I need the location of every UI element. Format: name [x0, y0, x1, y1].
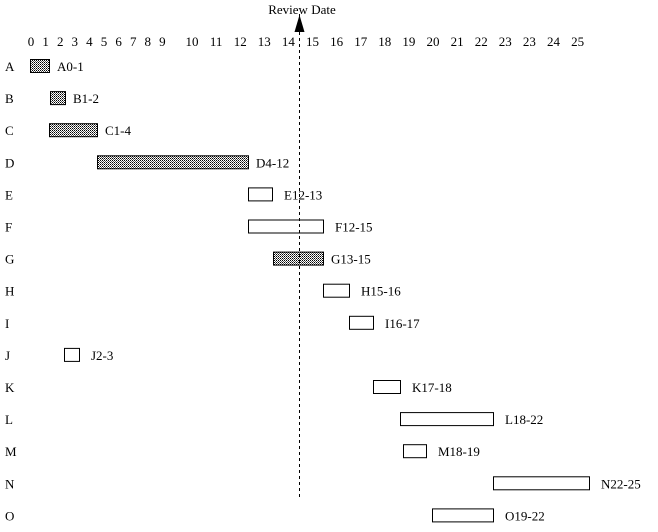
- task-row-i: I I16-17: [5, 315, 420, 331]
- task-label: K17-18: [412, 380, 452, 395]
- task-bar: [373, 380, 401, 394]
- task-bar: [97, 155, 249, 170]
- x-tick-label: 7: [130, 34, 137, 49]
- x-tick-label: 22: [475, 34, 488, 49]
- x-tick-label: 4: [86, 34, 93, 49]
- row-label: I: [5, 316, 9, 331]
- x-tick-label: 25: [571, 34, 584, 49]
- task-bar: [49, 123, 98, 138]
- row-label: H: [5, 284, 14, 299]
- x-tick-label: 3: [72, 34, 79, 49]
- x-tick-label: 21: [451, 34, 464, 49]
- arrow-up-icon: [294, 15, 305, 32]
- task-row-j: J J2-3: [5, 347, 113, 363]
- task-label: I16-17: [385, 316, 420, 331]
- x-tick-label: 13: [258, 34, 271, 49]
- task-bar: [273, 251, 324, 266]
- task-label: D4-12: [256, 155, 289, 170]
- row-label: M: [5, 444, 17, 459]
- x-tick-label: 10: [186, 34, 199, 49]
- task-rows: A A0-1B B1-2C C1-4D D4-12E E12-13F F12-15G G13-…: [5, 59, 641, 523]
- row-label: G: [5, 252, 14, 267]
- task-row-b: B B1-2: [5, 91, 99, 106]
- x-tick-label: 2: [57, 34, 64, 49]
- row-label: J: [5, 348, 10, 363]
- x-tick-label: 20: [427, 34, 440, 49]
- task-row-h: H H15-16: [5, 283, 401, 299]
- task-label: A0-1: [57, 59, 84, 74]
- task-label: F12-15: [335, 220, 373, 235]
- x-tick-label: 0: [28, 34, 35, 49]
- row-label: N: [5, 476, 15, 491]
- task-label: M18-19: [438, 444, 480, 459]
- row-label: F: [5, 220, 12, 235]
- x-tick-label: 9: [159, 34, 166, 49]
- review-date-label: Review Date: [268, 2, 336, 17]
- row-label: C: [5, 123, 14, 138]
- row-label: A: [5, 59, 15, 74]
- row-label: K: [5, 380, 15, 395]
- x-tick-label: 5: [101, 34, 108, 49]
- task-label: H15-16: [361, 284, 401, 299]
- task-bar: [432, 508, 494, 523]
- row-label: O: [5, 508, 14, 523]
- task-row-e: E E12-13: [5, 187, 322, 202]
- task-bar: [50, 91, 66, 106]
- task-row-c: C C1-4: [5, 123, 132, 138]
- task-bar: [493, 476, 590, 491]
- task-row-l: L L18-22: [5, 412, 543, 427]
- row-label: L: [5, 412, 13, 427]
- task-bar: [248, 219, 324, 234]
- x-tick-label: 12: [234, 34, 247, 49]
- x-tick-label: 15: [306, 34, 319, 49]
- task-row-k: K K17-18: [5, 380, 452, 395]
- task-row-n: N N22-25: [5, 476, 641, 491]
- x-tick-label: 1: [42, 34, 49, 49]
- task-row-f: F F12-15: [5, 219, 373, 235]
- task-bar: [403, 444, 427, 459]
- x-tick-label: 11: [210, 34, 223, 49]
- x-tick-label: 23: [499, 34, 512, 49]
- x-tick-label: 8: [145, 34, 152, 49]
- x-tick-label: 16: [330, 34, 344, 49]
- task-row-o: O O19-22: [5, 508, 545, 523]
- x-tick-label: 6: [115, 34, 122, 49]
- row-label: D: [5, 155, 14, 170]
- task-label: G13-15: [331, 252, 371, 267]
- task-bar: [64, 347, 80, 362]
- x-tick-label: 19: [402, 34, 415, 49]
- task-bar: [349, 315, 374, 330]
- task-label: L18-22: [505, 412, 543, 427]
- x-tick-label: 23: [523, 34, 536, 49]
- task-row-d: D D4-12: [5, 155, 289, 170]
- row-label: B: [5, 91, 14, 106]
- task-label: B1-2: [73, 91, 99, 106]
- task-bar: [400, 412, 494, 427]
- task-bar: [30, 59, 50, 73]
- x-tick-label: 17: [354, 34, 368, 49]
- task-row-a: A A0-1: [5, 59, 84, 74]
- task-label: J2-3: [91, 348, 113, 363]
- x-tick-label: 18: [378, 34, 391, 49]
- task-bar: [248, 187, 273, 202]
- row-label: E: [5, 187, 13, 202]
- x-tick-label: 14: [282, 34, 296, 49]
- task-label: C1-4: [105, 123, 132, 138]
- task-label: E12-13: [284, 187, 322, 202]
- task-bar: [323, 283, 350, 298]
- task-label: O19-22: [505, 508, 545, 523]
- review-date-marker: [294, 14, 305, 500]
- x-tick-label: 24: [547, 34, 561, 49]
- task-label: N22-25: [601, 476, 641, 491]
- task-row-m: M M18-19: [5, 444, 480, 459]
- task-row-g: G G13-15: [5, 251, 371, 267]
